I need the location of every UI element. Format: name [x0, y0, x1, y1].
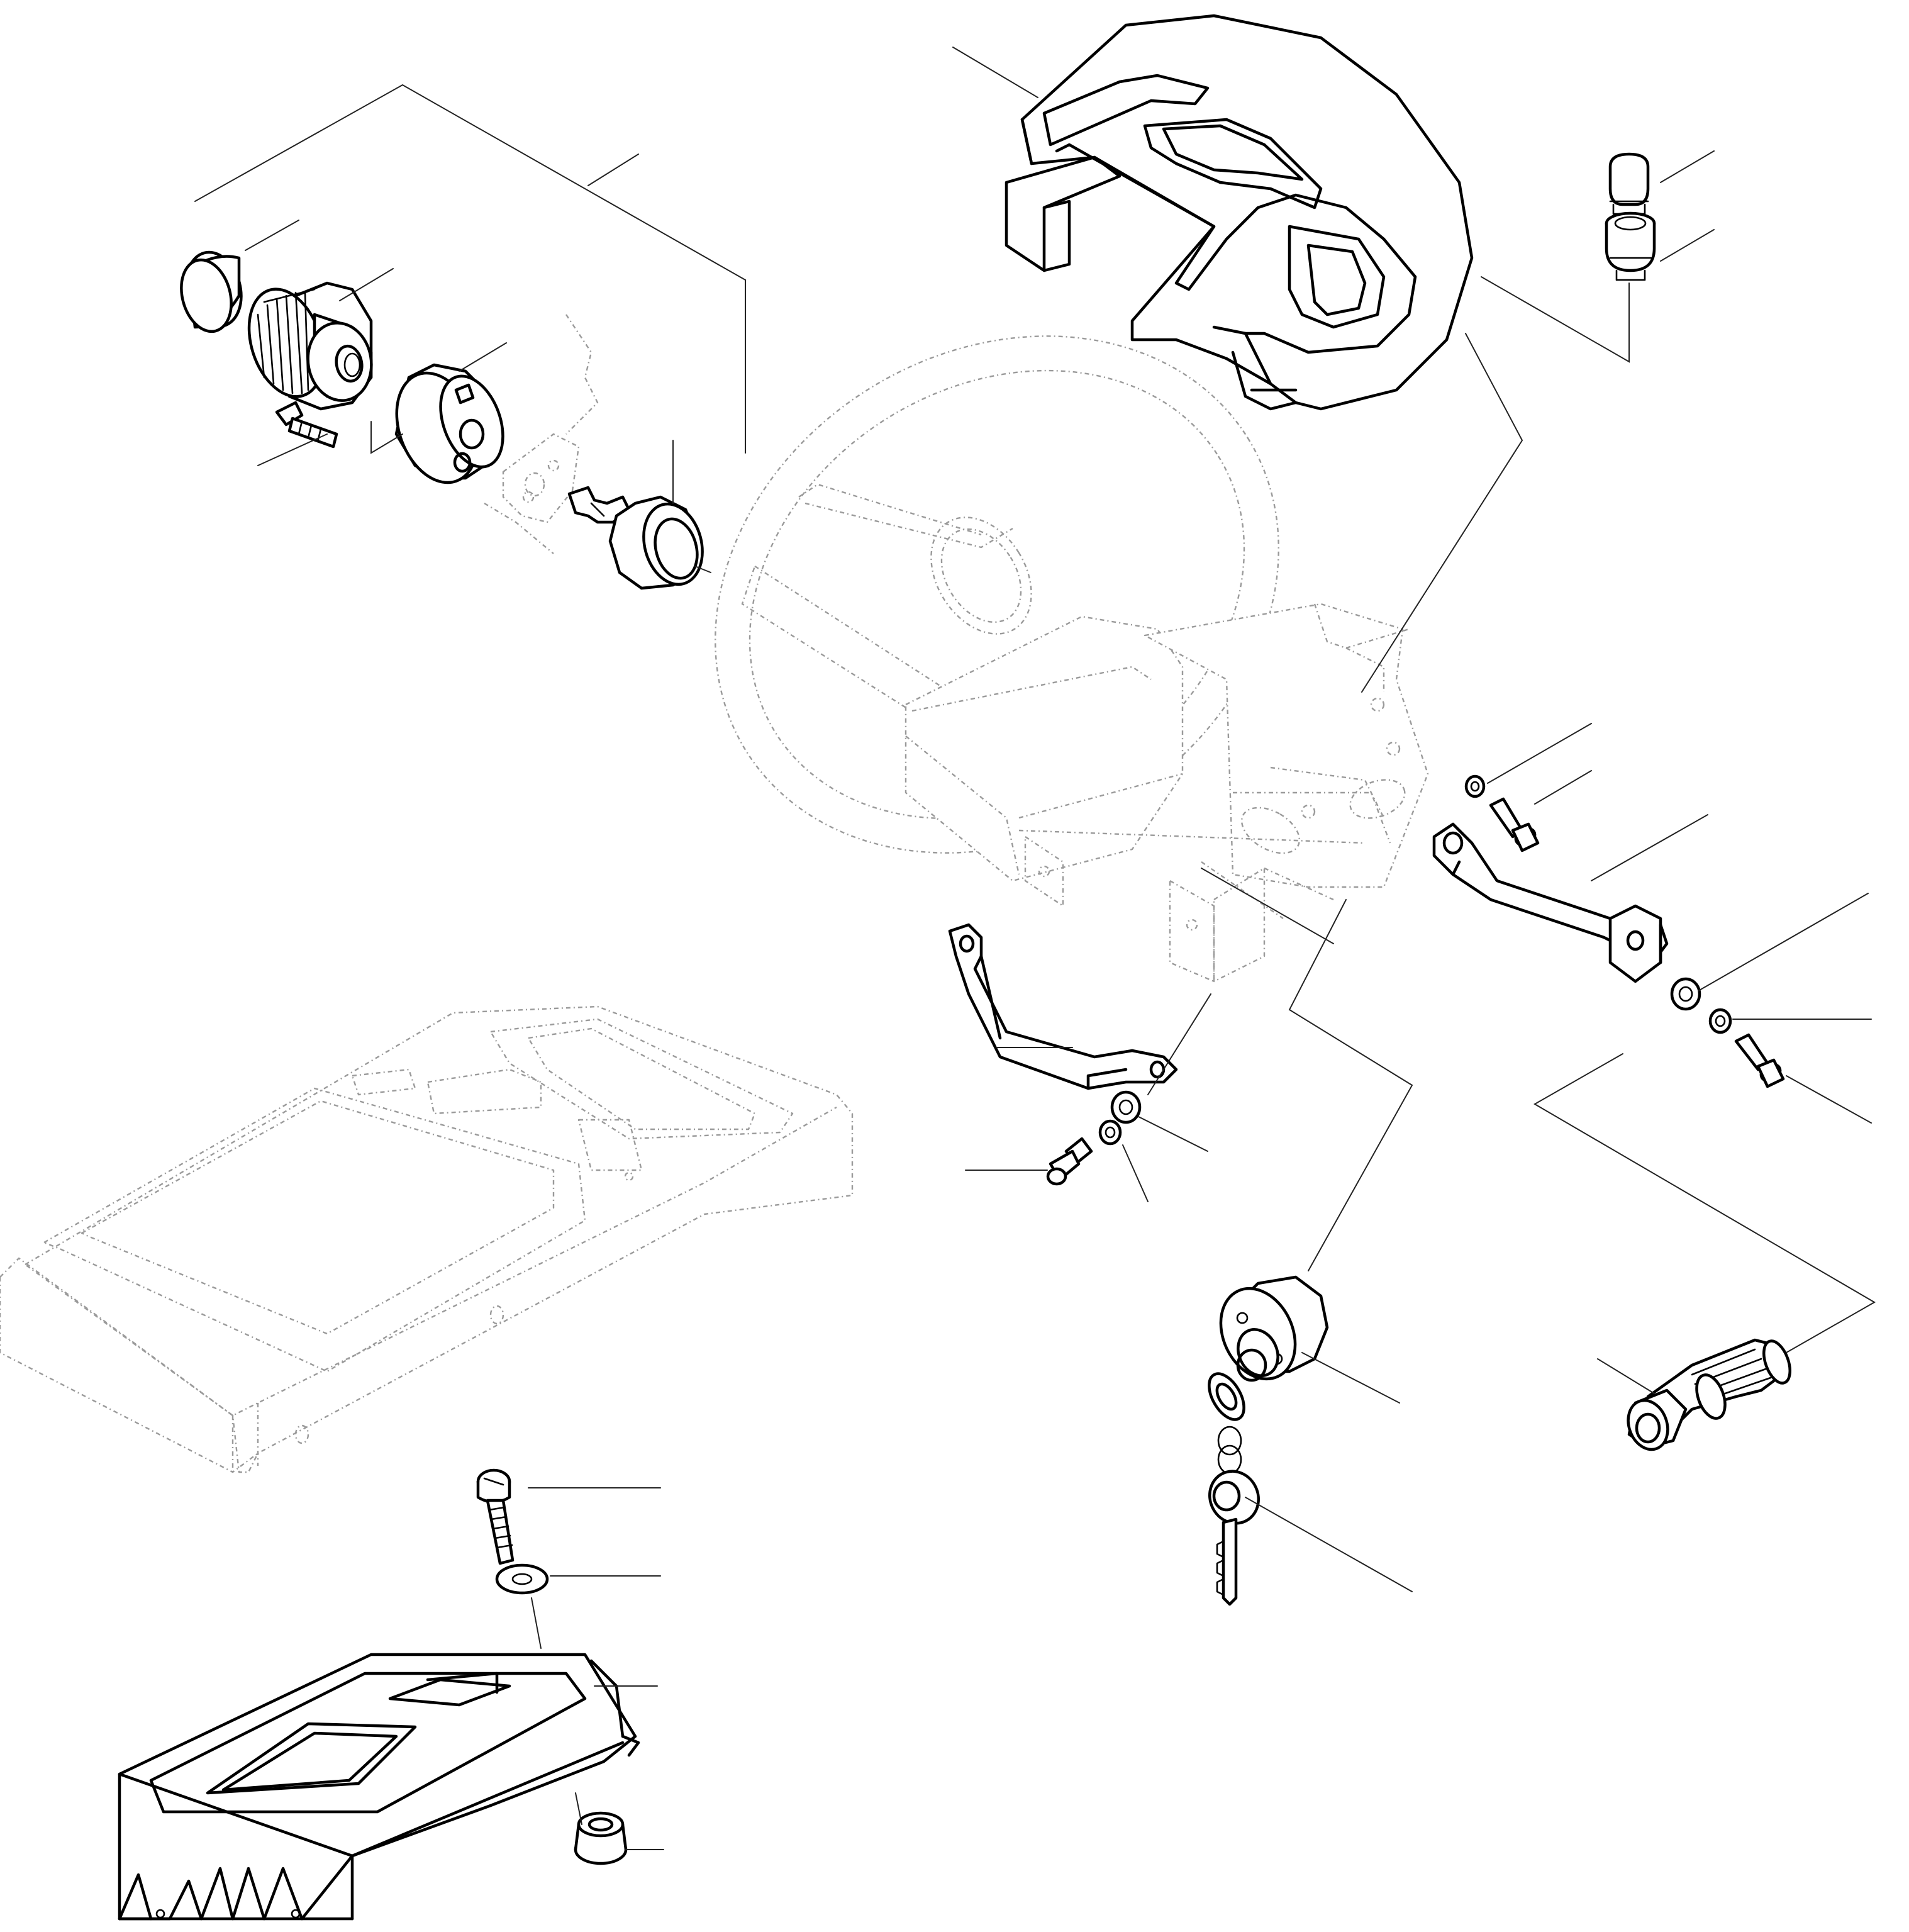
bulb-holder	[1605, 211, 1656, 281]
mounting-bolt	[1489, 797, 1540, 852]
steering-column-bracket	[904, 603, 1429, 983]
lock-washer-lower	[1708, 1008, 1732, 1034]
support-strap-left	[948, 923, 1178, 1090]
control-knob	[247, 281, 373, 411]
panel-washer	[495, 1563, 549, 1595]
rubber-grommet	[574, 1811, 628, 1865]
steering-wheel	[715, 335, 1279, 854]
mounting-screw-left	[1046, 1137, 1093, 1186]
lock-washer	[1464, 774, 1486, 798]
support-strap-right	[1432, 822, 1669, 983]
instrument-cowl	[1005, 14, 1474, 411]
ignition-switch	[1208, 1275, 1329, 1475]
cigar-lighter	[1627, 1338, 1791, 1451]
mounting-plate-phantom	[484, 314, 599, 554]
mounting-bolt-lower	[1734, 1033, 1785, 1088]
flat-washer-left	[1110, 1090, 1142, 1124]
dashboard-console	[0, 1005, 854, 1473]
switch-bushing	[394, 363, 504, 484]
bushing-screw	[275, 401, 338, 449]
indicator-bulb	[1608, 152, 1650, 215]
callout-leaders	[194, 47, 1876, 1850]
flat-washer	[1670, 977, 1701, 1011]
ignition-key	[1208, 1470, 1260, 1606]
dash-panel-cover	[118, 1653, 640, 1921]
knob-cap	[180, 250, 243, 333]
lock-washer-left	[1098, 1119, 1122, 1146]
panel-screw	[476, 1468, 515, 1565]
rotary-switch	[567, 486, 704, 590]
